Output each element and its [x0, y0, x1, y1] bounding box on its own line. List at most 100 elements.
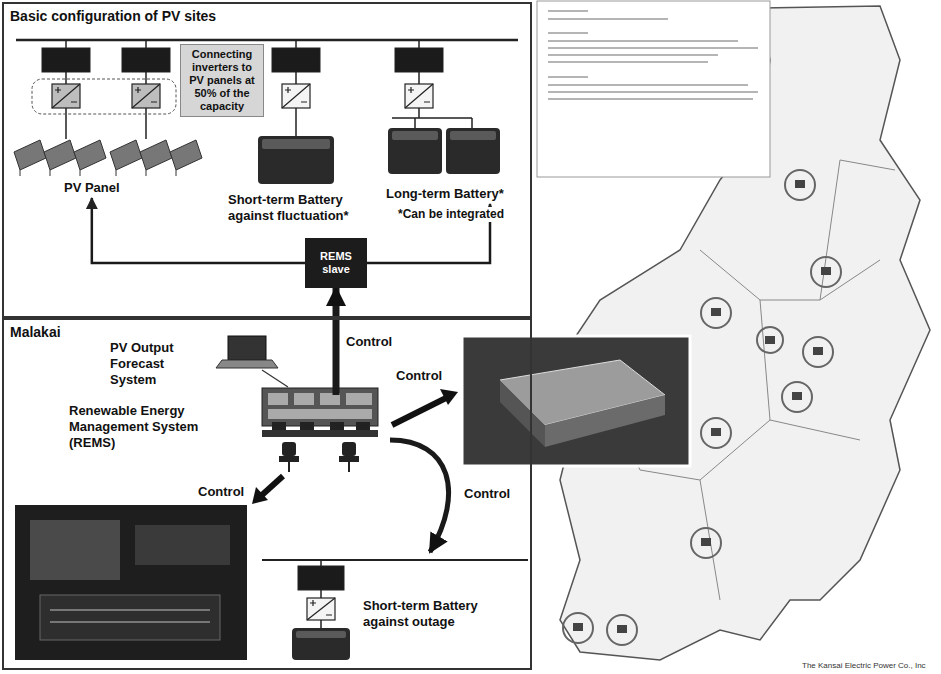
inverter-cabinet — [298, 566, 344, 590]
panel-box: Basic configuration of PV sitesConnectin… — [2, 2, 532, 318]
rems-workstation — [262, 388, 378, 472]
site-circle — [811, 257, 841, 287]
site-icon — [792, 392, 802, 400]
node-text: Connecting inverters to PV panels at 50%… — [184, 48, 260, 113]
chair-back — [282, 442, 296, 456]
photo-frame — [15, 505, 247, 660]
inverter-cabinet — [42, 48, 90, 72]
battery-top — [296, 631, 346, 638]
site-circle — [782, 382, 812, 412]
leader-line — [262, 370, 288, 387]
site-circle — [691, 528, 721, 558]
text-line — [548, 54, 718, 56]
text-line — [548, 98, 753, 100]
screen — [346, 393, 372, 405]
monitor — [300, 422, 314, 430]
pv-panel-shape — [140, 140, 172, 170]
pv-site-equipment — [16, 40, 518, 139]
site-icon — [573, 623, 583, 631]
node-text: Short-term Battery against fluctuation* — [228, 192, 374, 224]
text-line — [548, 47, 758, 49]
battery-area: Short-term Battery against outage — [285, 552, 525, 664]
footer-credit: The Kansai Electric Power Co., Inc — [800, 661, 928, 671]
inverter-cabinet — [272, 48, 320, 72]
photo-device — [545, 395, 665, 447]
connector-arrow — [390, 440, 449, 552]
text-line — [548, 61, 708, 63]
site-icon — [795, 180, 805, 188]
node-text: Short-term Battery against outage — [363, 598, 513, 630]
node-text: PV Panel — [64, 180, 120, 196]
bus-line — [16, 39, 518, 42]
site-icon — [821, 267, 831, 275]
connector-arrow — [333, 288, 340, 395]
battery-body — [258, 136, 334, 184]
pv-panel-shape — [170, 140, 202, 170]
equipment-label: PV Panel — [62, 178, 122, 198]
control-wall-screens — [268, 393, 372, 419]
bus-line — [262, 559, 528, 561]
document-lines — [548, 10, 758, 100]
control-wall — [262, 388, 378, 426]
rems-area: Renewable Energy Management System (REMS… — [65, 395, 390, 478]
laptop-base — [216, 360, 278, 368]
battery-body — [388, 128, 442, 174]
site-circle — [803, 337, 833, 367]
text-line — [548, 10, 588, 12]
monitor — [330, 422, 344, 430]
rems-slave-box: REMS slave — [305, 238, 367, 288]
inverter-group-outline — [32, 79, 176, 114]
photo-detail — [135, 525, 230, 565]
node-text: REMS slave — [308, 250, 364, 276]
panel-title: Basic configuration of PV sites — [4, 4, 530, 28]
edge-label: Control — [462, 486, 512, 501]
chair-leg — [348, 462, 350, 472]
text-line — [548, 84, 748, 86]
connector-arrow — [92, 198, 305, 263]
site-icon — [701, 538, 711, 546]
control-arrow — [262, 476, 283, 495]
pv-panels — [14, 140, 202, 176]
batteries — [258, 128, 500, 184]
monitor — [356, 422, 370, 430]
pv-panel-legs — [20, 170, 176, 176]
node-text: Long-term Battery* — [386, 186, 504, 202]
site-icon — [765, 336, 775, 344]
document-inset — [537, 1, 770, 177]
site-icon — [711, 308, 721, 316]
control-label: Control — [394, 368, 444, 383]
site-circle — [563, 613, 593, 643]
panel-title: Malakai — [4, 320, 530, 344]
outage-battery-set — [262, 560, 528, 660]
monitor — [272, 422, 286, 430]
arrow-head — [252, 487, 268, 504]
node-text: PV Output Forecast System — [110, 340, 210, 388]
control-arrow — [392, 398, 446, 425]
inverter-symbol — [307, 598, 335, 620]
site-circle — [607, 615, 637, 645]
arrow-head — [440, 389, 458, 405]
system-label: PV Output Forecast System — [108, 338, 212, 390]
photo-detail — [40, 595, 220, 640]
site-circle — [785, 170, 815, 200]
text-line — [548, 40, 738, 42]
site-circle — [757, 327, 783, 353]
photo-bottom-left — [15, 505, 247, 660]
node-text: Renewable Energy Management System (REMS… — [69, 403, 224, 451]
site-circle — [701, 298, 731, 328]
site-icon — [711, 428, 721, 436]
equipment-label: Short-term Battery against fluctuation* — [226, 190, 376, 226]
inverter-symbol-marks — [307, 598, 335, 620]
site-circle — [701, 418, 731, 448]
battery-body — [292, 628, 350, 660]
equipment-label: Long-term Battery* — [384, 184, 506, 204]
site-icon — [617, 625, 627, 633]
control-arrows — [252, 389, 458, 504]
battery-body — [446, 128, 500, 174]
laptop-screen — [228, 336, 266, 360]
pv-panel-shape — [74, 140, 106, 170]
screen — [268, 393, 288, 405]
pv-panel-shape — [44, 140, 76, 170]
